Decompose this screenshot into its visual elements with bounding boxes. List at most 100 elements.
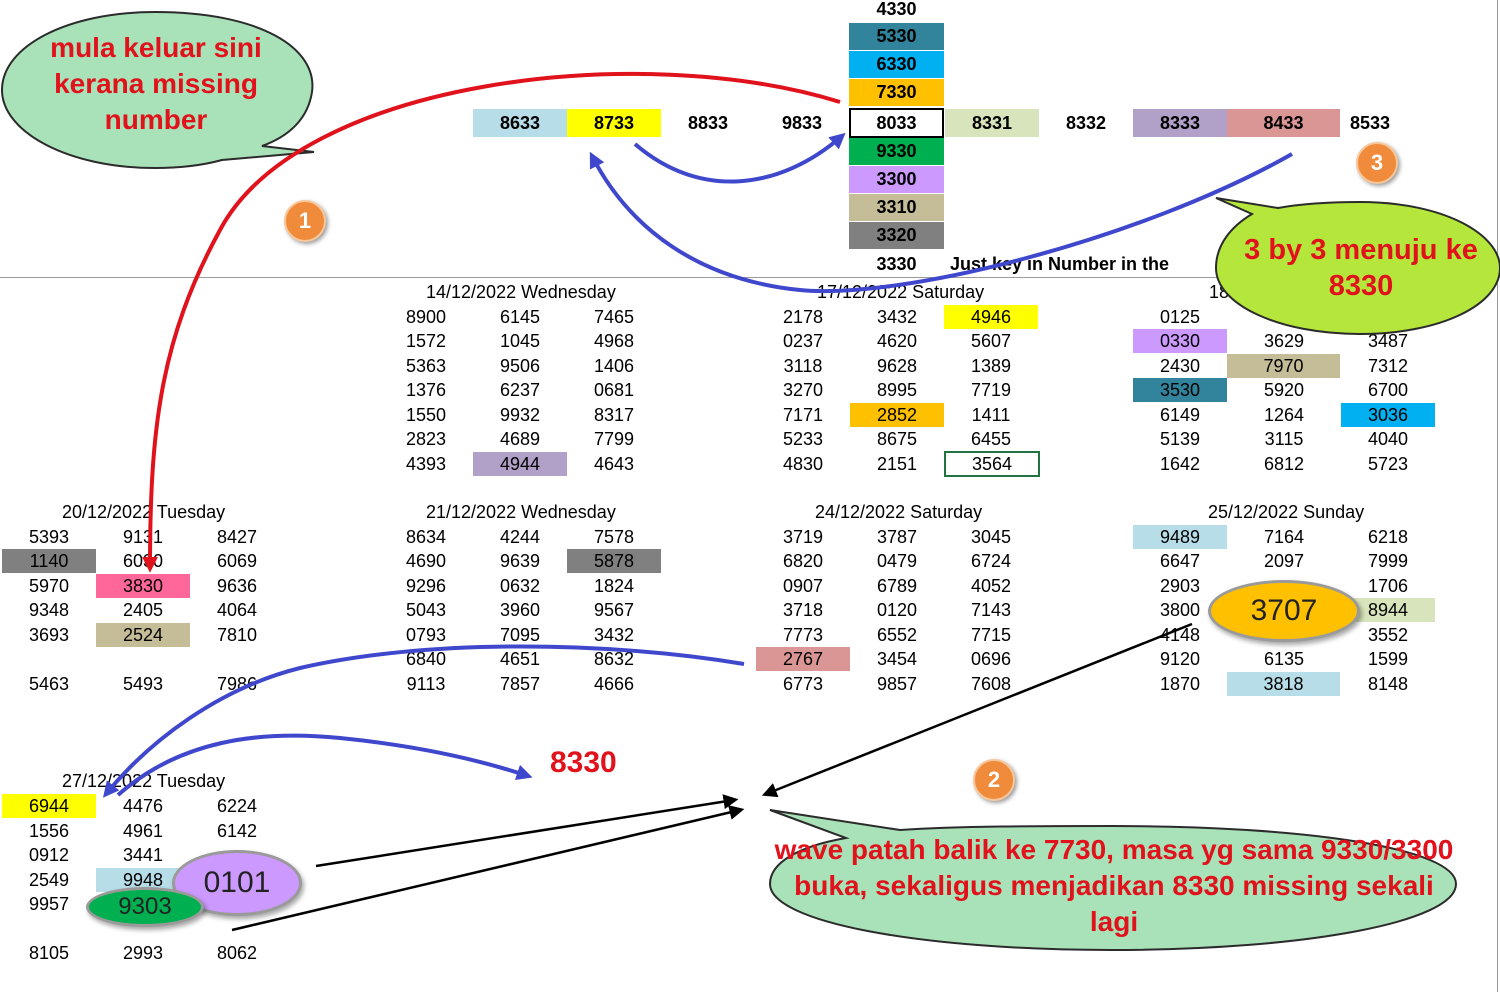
grid-cell: 5233 <box>782 429 824 449</box>
grid-cell: 8675 <box>876 429 918 449</box>
grid-cell: 6149 <box>1159 405 1201 425</box>
grid-cell: 6773 <box>782 674 824 694</box>
grid-cell: 8317 <box>593 405 635 425</box>
hcell: 8833 <box>687 113 729 133</box>
grid-cell: 5139 <box>1159 429 1201 449</box>
bubble-3-text: 3 by 3 menuju ke 8330 <box>1244 234 1478 302</box>
grid-cell: 5607 <box>970 331 1012 351</box>
vcell: 3300 <box>849 166 944 193</box>
vcell: 3310 <box>849 194 944 221</box>
grid-cell: 4968 <box>593 331 635 351</box>
grid-cell: 8148 <box>1367 674 1409 694</box>
grid-cell: 6789 <box>876 576 918 596</box>
block-date: 21/12/2022 Wednesday <box>426 502 616 522</box>
center-cell-8033[interactable]: 8033 <box>849 108 944 138</box>
selected-cell[interactable]: 3564 <box>944 451 1040 477</box>
instruction-text: Just key in Number in the <box>950 254 1170 274</box>
grid-cell: 7999 <box>1367 551 1409 571</box>
vcell: 9330 <box>849 138 944 165</box>
grid-cell: 3270 <box>782 380 824 400</box>
grid-cell: 7719 <box>970 380 1012 400</box>
grid-cell: 2524 <box>96 623 190 647</box>
grid-cell: 7143 <box>970 600 1012 620</box>
grid-cell: 5970 <box>28 576 70 596</box>
hcell: 8332 <box>1065 113 1107 133</box>
step-badge-1: 1 <box>284 200 326 242</box>
grid-cell: 0330 <box>1133 329 1227 353</box>
grid-cell: 7715 <box>970 625 1012 645</box>
grid-cell: 9857 <box>876 674 918 694</box>
grid-cell: 9506 <box>499 356 541 376</box>
grid-cell: 0681 <box>593 380 635 400</box>
grid-cell: 6135 <box>1263 649 1305 669</box>
grid-cell: 1599 <box>1367 649 1409 669</box>
grid-cell: 5723 <box>1367 454 1409 474</box>
grid-cell: 6145 <box>499 307 541 327</box>
grid-cell: 6944 <box>2 794 96 818</box>
grid-cell: 3432 <box>876 307 918 327</box>
grid-cell: 5393 <box>28 527 70 547</box>
grid-cell: 5043 <box>405 600 447 620</box>
grid-cell: 7578 <box>593 527 635 547</box>
grid-cell: 1870 <box>1159 674 1201 694</box>
grid-cell: 6724 <box>970 551 1012 571</box>
grid-cell: 4148 <box>1159 625 1201 645</box>
grid-cell: 6820 <box>782 551 824 571</box>
grid-cell: 3787 <box>876 527 918 547</box>
grid-cell: 2993 <box>122 943 164 963</box>
block-date: 17/12/2022 Saturday <box>817 282 985 302</box>
speech-bubble-3 <box>1214 197 1500 336</box>
grid-cell: 2151 <box>876 454 918 474</box>
block-date: 14/12/2022 Wednesday <box>426 282 616 302</box>
grid-cell: 4689 <box>499 429 541 449</box>
blue-arrow-8433-8733 <box>589 151 1293 294</box>
grid-cell: 3960 <box>499 600 541 620</box>
grid-cell: 1376 <box>405 380 447 400</box>
grid-cell: 2823 <box>405 429 447 449</box>
grid-cell: 4064 <box>216 600 258 620</box>
grid-cell: 8900 <box>405 307 447 327</box>
grid-cell: 2903 <box>1159 576 1201 596</box>
grid-cell: 6647 <box>1159 551 1201 571</box>
hcell: 8633 <box>473 109 567 137</box>
grid-cell: 1706 <box>1367 576 1409 596</box>
grid-cell: 5363 <box>405 356 447 376</box>
grid-cell: 4052 <box>970 576 1012 596</box>
grid-cell: 2097 <box>1263 551 1305 571</box>
bubble-2-text: wave patah balik ke 7730, masa yg sama 9… <box>774 834 1454 937</box>
grid-cell: 3432 <box>593 625 635 645</box>
target-8330-label: 8330 <box>550 746 617 779</box>
grid-cell: 3036 <box>1341 403 1435 427</box>
blue-arrow-2767-6944 <box>102 644 745 798</box>
hcell: 9833 <box>781 113 823 133</box>
grid-cell: 7164 <box>1263 527 1305 547</box>
block-date: 25/12/2022 Sunday <box>1208 502 1365 522</box>
grid-cell: 0912 <box>28 845 70 865</box>
grid-cell: 3629 <box>1263 331 1305 351</box>
grid-cell: 6237 <box>499 380 541 400</box>
grid-cell: 5920 <box>1263 380 1305 400</box>
grid-cell: 3719 <box>782 527 824 547</box>
grid-cell: 7970 <box>1227 354 1340 378</box>
grid-cell: 2178 <box>782 307 824 327</box>
grid-cell: 2430 <box>1159 356 1201 376</box>
grid-cell: 4961 <box>122 821 164 841</box>
grid-cell: 1264 <box>1263 405 1305 425</box>
grid-cell: 0632 <box>499 576 541 596</box>
grid-cell: 8105 <box>28 943 70 963</box>
grid-cell: 4393 <box>405 454 447 474</box>
grid-cell: 9567 <box>593 600 635 620</box>
red-arrow-1 <box>142 71 841 573</box>
grid-cell: 6700 <box>1367 380 1409 400</box>
grid-cell: 3118 <box>783 356 823 376</box>
hcell: 8533 <box>1349 113 1391 133</box>
step-badge-2: 2 <box>973 759 1015 801</box>
grid-cell: 3830 <box>96 574 190 598</box>
grid-cell: 2549 <box>28 870 70 890</box>
grid-cell: 7312 <box>1367 356 1409 376</box>
grid-cell: 6840 <box>405 649 447 669</box>
grid-cell: 1572 <box>405 331 447 351</box>
grid-cell: 7171 <box>782 405 824 425</box>
grid-cell: 5878 <box>567 549 661 573</box>
hcell: 8733 <box>567 109 661 137</box>
